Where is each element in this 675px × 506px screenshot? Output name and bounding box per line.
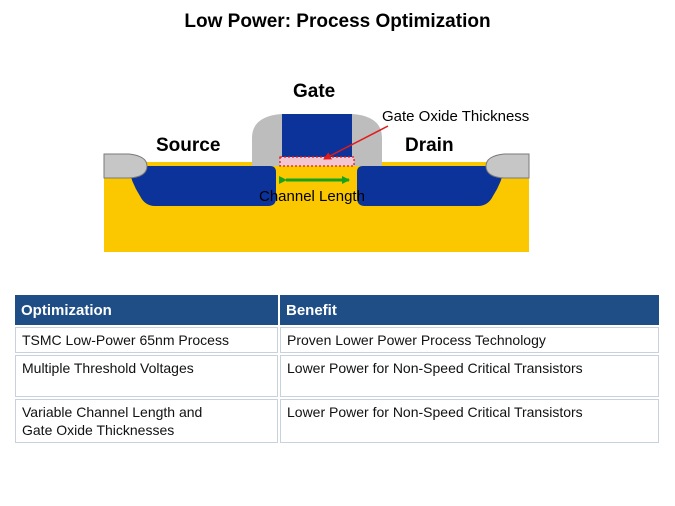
source-well bbox=[128, 166, 276, 206]
table-header-row: Optimization Benefit bbox=[15, 295, 659, 325]
source-label: Source bbox=[156, 135, 221, 156]
benefit-cell: Proven Lower Power Process Technology bbox=[280, 327, 659, 353]
optimization-line: Variable Channel Length and bbox=[22, 404, 203, 420]
column-header-optimization: Optimization bbox=[15, 295, 278, 325]
transistor-diagram: Gate Source Drain Gate Oxide Thickness C… bbox=[103, 81, 530, 252]
optimization-cell: Variable Channel Length and Gate Oxide T… bbox=[15, 399, 278, 443]
left-field-oxide bbox=[103, 153, 148, 179]
transistor-cross-section bbox=[103, 114, 530, 252]
table-row: Variable Channel Length and Gate Oxide T… bbox=[15, 399, 659, 443]
oxide-pointer-arrow bbox=[323, 125, 389, 160]
page-title: Low Power: Process Optimization bbox=[184, 11, 491, 32]
channel-length-label: Channel Length bbox=[259, 188, 365, 205]
optimization-line: Gate Oxide Thicknesses bbox=[22, 422, 175, 438]
benefit-cell: Lower Power for Non-Speed Critical Trans… bbox=[280, 399, 659, 443]
gate-oxide-thickness-label: Gate Oxide Thickness bbox=[382, 108, 530, 125]
drain-label: Drain bbox=[405, 135, 454, 156]
benefit-cell: Lower Power for Non-Speed Critical Trans… bbox=[280, 355, 659, 397]
gate-oxide bbox=[279, 156, 355, 167]
drain-well bbox=[357, 166, 505, 206]
optimization-table: Optimization Benefit TSMC Low-Power 65nm… bbox=[13, 293, 661, 445]
table-row: Multiple Threshold Voltages Lower Power … bbox=[15, 355, 659, 397]
column-header-benefit: Benefit bbox=[280, 295, 659, 325]
optimization-cell: TSMC Low-Power 65nm Process bbox=[15, 327, 278, 353]
gate-label: Gate bbox=[293, 81, 336, 102]
table-row: TSMC Low-Power 65nm Process Proven Lower… bbox=[15, 327, 659, 353]
gate-electrode bbox=[282, 114, 352, 158]
right-field-oxide bbox=[485, 153, 530, 179]
optimization-cell: Multiple Threshold Voltages bbox=[15, 355, 278, 397]
